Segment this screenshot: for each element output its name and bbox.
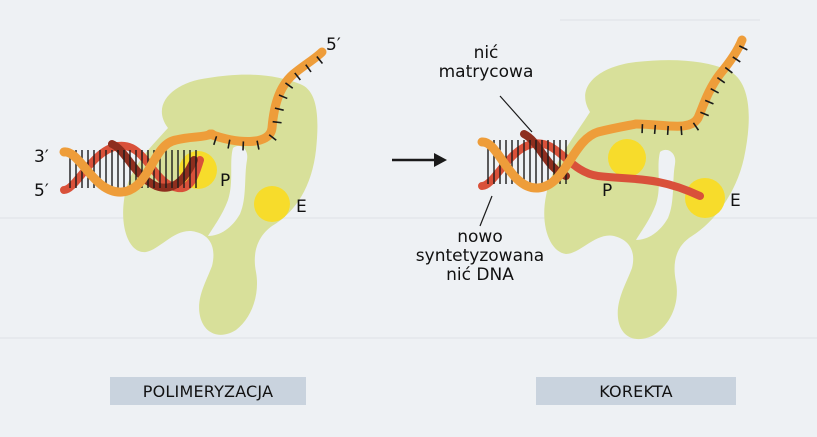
rungs-left [69, 150, 197, 188]
base-tick [680, 126, 683, 136]
base-tick [316, 56, 324, 65]
base-tick [213, 136, 218, 146]
base-tick [666, 125, 669, 135]
base-tick [716, 76, 726, 84]
base-tick [278, 94, 288, 100]
leader-template-label [499, 95, 533, 133]
ticks-template-left [213, 56, 324, 151]
helix-left [59, 129, 217, 197]
end-5-prime-top-label: 5′ [326, 35, 341, 55]
base-tick [272, 120, 282, 124]
template-strand-tail-right [631, 35, 747, 131]
leader-new-strand-label [479, 195, 493, 227]
right-panel [477, 35, 749, 340]
enzyme-cleft-left [208, 145, 248, 236]
base-tick [305, 64, 312, 73]
site-e-right [685, 178, 725, 218]
site-p-right [608, 139, 646, 177]
left-panel [59, 47, 327, 335]
base-tick [732, 56, 741, 63]
base-tick [692, 122, 700, 131]
caption-korekta: KOREKTA [536, 377, 736, 405]
site-e-left [254, 186, 290, 222]
base-tick [294, 72, 301, 81]
base-tick [724, 66, 733, 74]
base-tick [227, 139, 231, 149]
ticks-template-right [641, 45, 748, 136]
new-strand-label: nowo syntetyzowana nić DNA [415, 227, 545, 286]
site-p-left-label: P [220, 171, 231, 191]
base-tick [284, 82, 294, 89]
base-tick [653, 124, 657, 134]
base-tick [256, 140, 260, 150]
template-strand-left [59, 129, 217, 197]
site-e-left-label: E [296, 197, 307, 217]
template-strand-label: nić matrycowa [438, 43, 534, 83]
base-tick [700, 111, 710, 117]
right-arrow-icon [392, 153, 447, 167]
enzyme-cleft-right [636, 149, 676, 240]
base-tick [268, 134, 277, 141]
base-tick [274, 107, 284, 111]
template-strand-tail-left [205, 47, 327, 147]
template-strand-right [477, 119, 641, 193]
site-p-right-label: P [602, 181, 613, 201]
helix-right [477, 119, 704, 200]
base-tick [710, 87, 719, 94]
base-tick [738, 45, 748, 51]
site-e-right-label: E [730, 191, 741, 211]
end-3-prime-label: 3′ [34, 147, 49, 167]
caption-polimeryzacja: POLIMERYZACJA [110, 377, 306, 405]
base-tick [704, 99, 714, 105]
end-5-prime-bottom-label: 5′ [34, 181, 49, 201]
